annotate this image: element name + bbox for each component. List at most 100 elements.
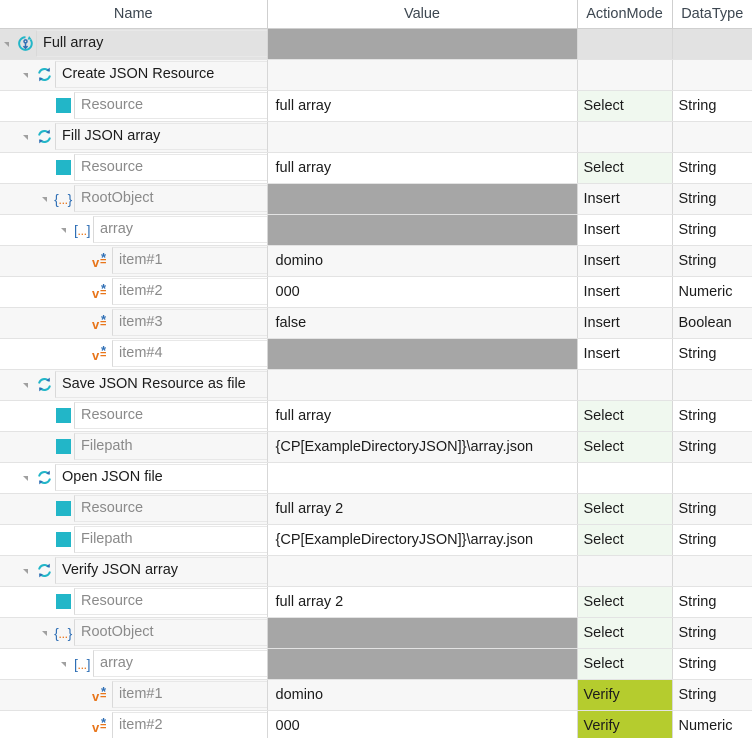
expander-collapse-icon[interactable] [41,184,52,214]
cell-value[interactable]: domino [267,679,578,711]
cell-datatype[interactable] [672,462,752,494]
cell-datatype[interactable] [672,121,752,153]
expander-collapse-icon[interactable] [22,122,33,152]
cell-datatype[interactable]: String [672,586,752,618]
cell-name[interactable]: Save JSON Resource as file [0,369,268,401]
cell-value[interactable]: full array [267,400,578,432]
cell-value[interactable]: 000 [267,276,578,308]
cell-actionmode[interactable]: Select [577,152,673,184]
cell-value[interactable] [267,338,578,370]
cell-datatype[interactable]: String [672,493,752,525]
column-header-datatype[interactable]: DataType [672,0,752,29]
cell-datatype[interactable]: String [672,152,752,184]
tree-row[interactable]: Create JSON Resource [0,59,752,91]
cell-actionmode[interactable]: Select [577,648,673,680]
cell-actionmode[interactable]: Insert [577,183,673,215]
cell-actionmode[interactable] [577,555,673,587]
cell-value[interactable] [267,59,578,91]
cell-actionmode[interactable]: Select [577,400,673,432]
cell-name[interactable]: Filepath [0,431,268,463]
cell-actionmode[interactable]: Insert [577,338,673,370]
cell-value[interactable] [267,214,578,246]
cell-name[interactable]: {...}RootObject [0,617,268,649]
cell-value[interactable] [267,648,578,680]
cell-actionmode[interactable] [577,28,673,60]
expander-collapse-icon[interactable] [22,463,33,493]
cell-actionmode[interactable]: Select [577,90,673,122]
column-header-actionmode[interactable]: ActionMode [577,0,673,29]
cell-actionmode[interactable]: Select [577,524,673,556]
cell-datatype[interactable]: String [672,648,752,680]
cell-datatype[interactable]: String [672,245,752,277]
cell-actionmode[interactable] [577,59,673,91]
tree-row[interactable]: Fill JSON array [0,121,752,153]
column-header-value[interactable]: Value [267,0,578,29]
tree-row[interactable]: Open JSON file [0,462,752,494]
expander-collapse-icon[interactable] [60,649,71,679]
cell-datatype[interactable]: String [672,679,752,711]
cell-value[interactable]: full array 2 [267,586,578,618]
cell-name[interactable]: [...]array [0,214,268,246]
cell-name[interactable]: Resource [0,400,268,432]
cell-actionmode[interactable]: Select [577,586,673,618]
expander-collapse-icon[interactable] [60,215,71,245]
tree-row[interactable]: Verify JSON array [0,555,752,587]
cell-value[interactable] [267,617,578,649]
cell-datatype[interactable] [672,555,752,587]
cell-name[interactable]: Fill JSON array [0,121,268,153]
cell-value[interactable]: {CP[ExampleDirectoryJSON]}\array.json [267,431,578,463]
expander-collapse-icon[interactable] [22,60,33,90]
cell-name[interactable]: {...}RootObject [0,183,268,215]
cell-actionmode[interactable]: Insert [577,245,673,277]
cell-datatype[interactable] [672,59,752,91]
cell-actionmode[interactable]: Select [577,493,673,525]
expander-collapse-icon[interactable] [3,29,14,59]
cell-actionmode[interactable]: Verify [577,679,673,711]
cell-actionmode[interactable]: Insert [577,307,673,339]
cell-actionmode[interactable]: Insert [577,276,673,308]
cell-value[interactable]: 000 [267,710,578,738]
cell-actionmode[interactable]: Insert [577,214,673,246]
cell-datatype[interactable]: String [672,617,752,649]
cell-name[interactable]: Verify JSON array [0,555,268,587]
cell-value[interactable] [267,121,578,153]
cell-datatype[interactable]: String [672,183,752,215]
expander-collapse-icon[interactable] [22,370,33,400]
tree-row[interactable]: Save JSON Resource as file [0,369,752,401]
cell-name[interactable]: Resource [0,493,268,525]
tree-row[interactable]: Full array [0,28,752,60]
cell-value[interactable] [267,462,578,494]
cell-actionmode[interactable] [577,369,673,401]
cell-name[interactable]: v=*item#2 [0,710,268,738]
cell-name[interactable]: v=*item#3 [0,307,268,339]
cell-value[interactable]: full array [267,152,578,184]
cell-actionmode[interactable]: Verify [577,710,673,738]
cell-value[interactable] [267,183,578,215]
cell-datatype[interactable]: String [672,90,752,122]
cell-datatype[interactable]: Numeric [672,710,752,738]
cell-value[interactable]: full array [267,90,578,122]
column-header-name[interactable]: Name [0,0,268,29]
cell-datatype[interactable]: String [672,431,752,463]
tree-row[interactable]: Filepath{CP[ExampleDirectoryJSON]}\array… [0,431,752,463]
cell-actionmode[interactable] [577,462,673,494]
cell-datatype[interactable] [672,369,752,401]
cell-value[interactable] [267,555,578,587]
cell-value[interactable]: {CP[ExampleDirectoryJSON]}\array.json [267,524,578,556]
cell-value[interactable]: domino [267,245,578,277]
cell-value[interactable] [267,369,578,401]
cell-datatype[interactable]: Numeric [672,276,752,308]
cell-datatype[interactable]: String [672,214,752,246]
